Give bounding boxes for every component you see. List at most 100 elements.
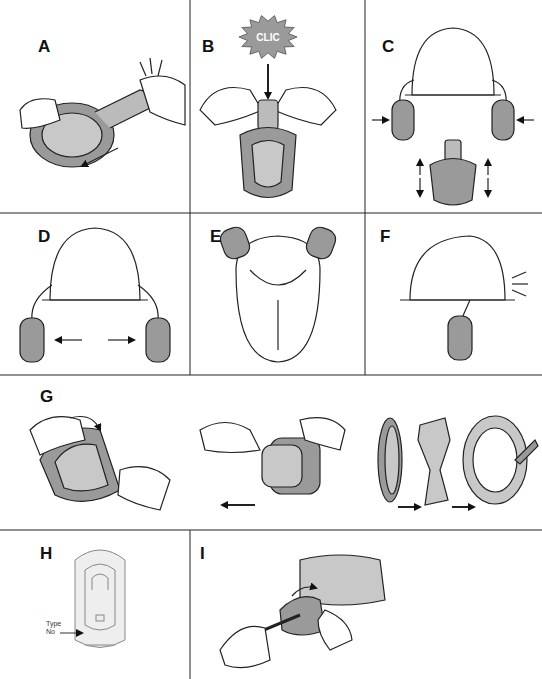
line-art — [108, 339, 134, 340]
line-art — [515, 440, 538, 464]
panel-letter: G — [40, 388, 53, 405]
line-art — [462, 300, 470, 318]
line-art — [398, 506, 420, 508]
panel-g-drawing — [30, 416, 538, 510]
line-art — [55, 444, 108, 491]
line-art — [96, 615, 104, 621]
line-art — [292, 587, 316, 596]
line-art — [378, 418, 402, 502]
panel-letter: I — [200, 545, 205, 562]
line-art — [75, 550, 125, 648]
panel-letter: F — [380, 228, 390, 245]
line-art — [20, 318, 44, 362]
line-art — [158, 60, 162, 76]
panel-f-drawing — [400, 236, 528, 360]
line-art — [405, 94, 501, 95]
panel-letter: B — [202, 38, 214, 55]
line-art — [392, 100, 414, 140]
panel-d-drawing — [20, 228, 170, 362]
line-art — [274, 88, 336, 126]
line-art — [410, 236, 505, 300]
line-art — [372, 119, 388, 120]
panel-h-drawing — [60, 550, 125, 648]
line-art — [50, 228, 140, 300]
line-art — [82, 148, 118, 166]
line-art — [85, 645, 115, 646]
line-art — [492, 100, 514, 140]
line-art — [236, 236, 320, 362]
panel-b-drawing — [200, 64, 336, 198]
line-art — [240, 128, 296, 198]
line-art — [452, 506, 474, 508]
line-art — [56, 339, 82, 340]
line-art — [300, 418, 345, 450]
line-art — [385, 426, 399, 494]
line-art — [512, 290, 526, 296]
callout-text: CLIC — [256, 32, 279, 43]
starburst-callout: CLIC — [238, 14, 298, 60]
line-art — [473, 428, 517, 492]
line-art — [218, 224, 253, 261]
line-art — [512, 272, 526, 278]
line-art — [419, 160, 420, 175]
line-art — [267, 64, 269, 98]
line-art — [365, 0, 366, 375]
line-art — [412, 28, 494, 95]
line-art — [70, 417, 100, 431]
line-art — [418, 418, 450, 505]
line-art — [200, 423, 260, 453]
line-art — [30, 417, 85, 455]
line-art — [250, 270, 306, 285]
panel-e-drawing — [218, 224, 339, 362]
line-art — [222, 504, 255, 506]
line-art — [190, 0, 191, 375]
line-art — [252, 141, 284, 188]
line-art — [0, 530, 542, 531]
line-art — [220, 626, 270, 667]
panel-letter: D — [38, 228, 50, 245]
line-art — [448, 316, 472, 360]
line-art — [140, 76, 185, 125]
line-art — [430, 159, 476, 206]
line-art — [277, 300, 278, 350]
line-art — [304, 224, 339, 261]
line-art — [60, 633, 82, 634]
line-art — [140, 62, 146, 76]
line-art — [150, 58, 152, 74]
line-art — [400, 299, 515, 300]
panel-letter: H — [40, 545, 52, 562]
line-art — [92, 574, 108, 590]
line-art — [190, 530, 191, 679]
line-art — [518, 119, 534, 120]
line-art — [20, 99, 60, 129]
panel-c-drawing — [372, 28, 534, 205]
panel-letter: C — [382, 38, 394, 55]
line-art — [146, 318, 170, 362]
panel-i-drawing — [220, 555, 385, 668]
line-art — [512, 283, 528, 284]
line-art — [32, 285, 52, 320]
line-art — [200, 88, 262, 126]
line-art — [0, 213, 542, 214]
line-art — [118, 467, 170, 510]
line-art — [138, 285, 158, 320]
panel-letter: E — [210, 228, 221, 245]
line-art — [0, 375, 542, 376]
line-art — [262, 445, 302, 487]
starburst-outline — [239, 16, 297, 59]
line-art — [318, 610, 352, 650]
line-art — [85, 564, 115, 630]
line-art — [487, 160, 488, 175]
part-label: Type — [46, 620, 61, 627]
line-art — [280, 597, 325, 635]
line-art — [258, 100, 278, 130]
panel-letter: A — [38, 38, 50, 55]
line-art — [419, 178, 420, 196]
panel-a-drawing — [20, 58, 185, 167]
part-label: No — [46, 628, 55, 635]
line-art — [42, 299, 148, 300]
line-art — [487, 178, 488, 196]
